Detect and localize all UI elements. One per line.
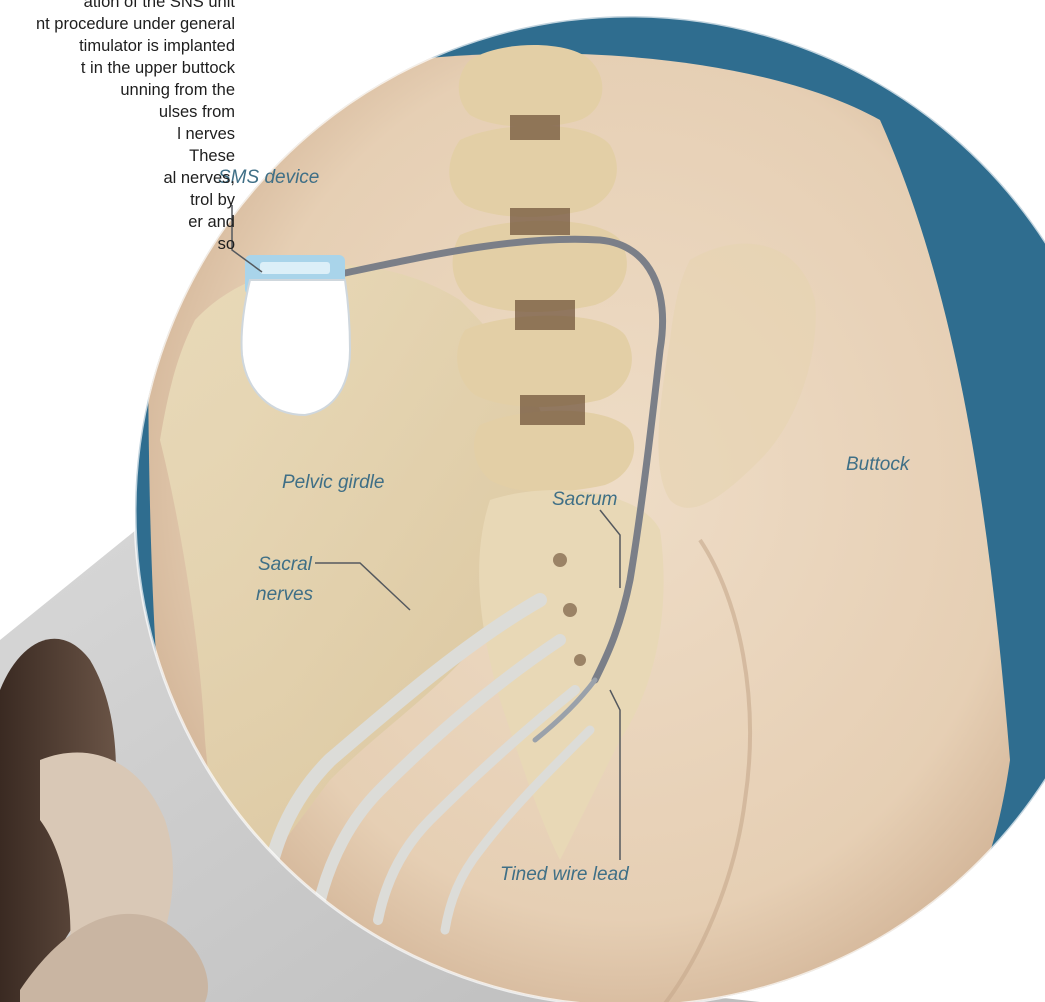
intro-line: unning from the: [0, 79, 235, 101]
intro-line: ulses from: [0, 101, 235, 123]
intro-line: al nerves,: [0, 167, 235, 189]
sms-device: [242, 255, 350, 415]
intro-line: t in the upper buttock: [0, 57, 235, 79]
intro-line: ation of the SNS unit: [0, 0, 235, 13]
intro-line: er and: [0, 211, 235, 233]
label-sacral-nerves-line1: Sacral: [258, 554, 313, 575]
intro-line: timulator is implanted: [0, 35, 235, 57]
intro-line: l nerves: [0, 123, 235, 145]
label-sacral-nerves-line2: nerves: [256, 584, 314, 605]
intro-line: These: [0, 145, 235, 167]
label-buttock: Buttock: [846, 454, 911, 475]
label-pelvic-girdle: Pelvic girdle: [282, 472, 384, 493]
intro-paragraph: ation of the SNS unit nt procedure under…: [0, 0, 235, 255]
intro-line: so: [0, 233, 235, 255]
intro-line: nt procedure under general: [0, 13, 235, 35]
label-tined-wire-lead: Tined wire lead: [500, 864, 630, 885]
intro-line: trol by: [0, 189, 235, 211]
label-sacrum: Sacrum: [552, 489, 617, 510]
